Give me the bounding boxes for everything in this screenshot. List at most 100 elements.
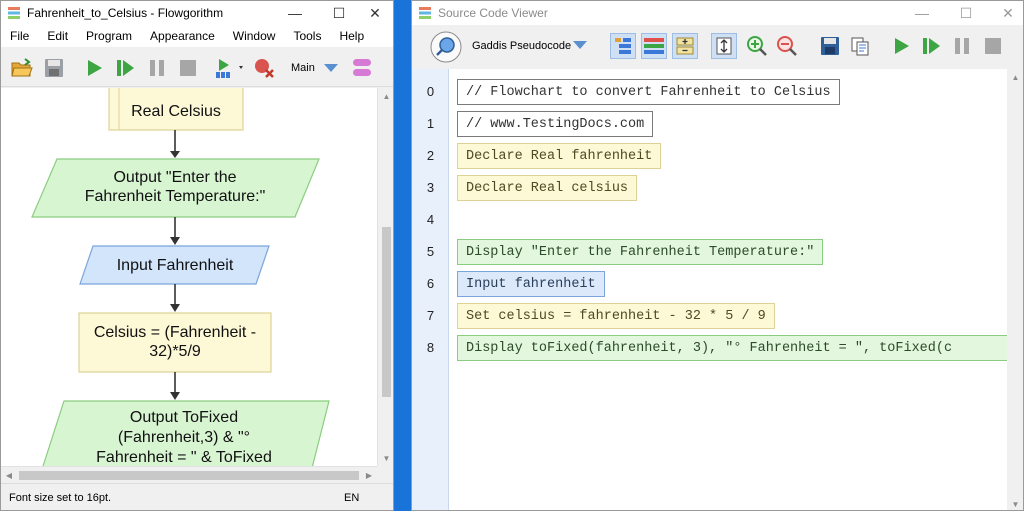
menu-program[interactable]: Program	[86, 29, 133, 43]
scroll-up-icon[interactable]: ▲	[1011, 72, 1020, 82]
line-number-gutter	[412, 69, 449, 510]
menu-edit[interactable]: Edit	[47, 29, 69, 43]
viewer-titlebar[interactable]: Source Code Viewer — ☐ ✕	[412, 1, 1023, 25]
input-text: Input Fahrenheit	[116, 256, 234, 274]
menu-tools[interactable]: Tools	[293, 29, 322, 43]
language-magnifier-icon	[430, 31, 462, 63]
scroll-left-icon[interactable]: ◀	[5, 471, 13, 480]
viewer-stop-button[interactable]	[980, 33, 1006, 59]
code-line-assign[interactable]: Set celsius = fahrenheit - 32 * 5 / 9	[457, 303, 775, 329]
menu-appearance[interactable]: Appearance	[150, 29, 215, 43]
line-number: 5	[426, 244, 435, 259]
viewer-toolbar: Gaddis Pseudocode	[412, 25, 1023, 69]
scroll-up-icon[interactable]: ▲	[382, 91, 391, 101]
code-line-input[interactable]: Input fahrenheit	[457, 271, 605, 297]
layout-color-button[interactable]	[641, 33, 667, 59]
horizontal-scroll-thumb[interactable]	[19, 471, 359, 480]
pause-button[interactable]	[146, 57, 168, 79]
stop-button[interactable]	[177, 57, 199, 79]
viewer-app-icon	[419, 7, 431, 19]
save-button[interactable]	[43, 57, 65, 79]
function-manager-icon	[353, 59, 371, 76]
zoom-in-button[interactable]	[744, 33, 770, 59]
minimize-button[interactable]: —	[288, 5, 302, 21]
code-vertical-scrollbar[interactable]: ▲ ▼	[1007, 69, 1023, 510]
viewer-minimize-button[interactable]: —	[915, 5, 929, 21]
language-selector[interactable]: Gaddis Pseudocode	[430, 31, 598, 63]
code-line-declare[interactable]: Declare Real celsius	[457, 175, 638, 201]
copy-source-button[interactable]	[847, 33, 873, 59]
output1-text-line2: Fahrenheit Temperature:"	[84, 188, 266, 205]
viewer-run-button[interactable]	[888, 33, 914, 59]
code-line-comment[interactable]: // www.TestingDocs.com	[457, 111, 654, 137]
status-language: EN	[344, 492, 360, 504]
viewer-maximize-button[interactable]: ☐	[959, 4, 973, 21]
scroll-down-icon[interactable]: ▼	[1011, 499, 1020, 509]
output1-text-line1: Output "Enter the	[113, 169, 237, 186]
layout-tree-button[interactable]	[610, 33, 636, 59]
vertical-scroll-thumb[interactable]	[382, 227, 391, 397]
declare-text: Real Celsius	[131, 102, 221, 120]
copy-icon	[851, 37, 869, 56]
declare-shape[interactable]	[108, 88, 244, 131]
line-number: 4	[426, 212, 435, 227]
line-number: 3	[426, 180, 435, 195]
layout-expand-button[interactable]	[672, 33, 698, 59]
window-title: Fahrenheit_to_Celsius - Flowgorithm	[27, 6, 224, 20]
chevron-down-icon	[573, 41, 587, 49]
canvas-horizontal-scrollbar[interactable]: ◀ ▶	[1, 466, 377, 483]
viewer-step-button[interactable]	[918, 33, 944, 59]
code-line-display[interactable]: Display toFixed(fahrenheit, 3), "° Fahre…	[457, 335, 1007, 361]
step-button[interactable]	[114, 57, 136, 79]
menu-help[interactable]: Help	[339, 29, 365, 43]
input-shape[interactable]	[79, 245, 270, 285]
function-manager-button[interactable]	[351, 57, 373, 79]
flowgorithm-titlebar[interactable]: Fahrenheit_to_Celsius - Flowgorithm — ☐ …	[1, 1, 393, 25]
language-dropdown-button[interactable]	[572, 39, 588, 54]
canvas-vertical-scrollbar[interactable]: ▲ ▼	[377, 88, 393, 466]
save-disk-icon	[821, 37, 839, 55]
viewer-title: Source Code Viewer	[438, 6, 548, 20]
assign-text-line1: Celsius = (Fahrenheit -	[93, 324, 257, 341]
assign-shape[interactable]	[78, 312, 272, 373]
open-button[interactable]	[11, 57, 33, 79]
close-button[interactable]: ✕	[369, 4, 381, 21]
output-shape-2[interactable]	[36, 400, 330, 466]
function-selector[interactable]: Main	[291, 59, 321, 77]
output-shape-1[interactable]	[31, 158, 320, 218]
play-icon	[895, 38, 909, 54]
line-number: 8	[426, 340, 435, 355]
menu-file[interactable]: File	[10, 29, 30, 43]
flowchart-canvas[interactable]: Real Celsius Output "Enter the Fahrenhei…	[1, 88, 377, 466]
maximize-button[interactable]: ☐	[332, 4, 346, 21]
code-line-display[interactable]: Display "Enter the Fahrenheit Temperatur…	[457, 239, 824, 265]
viewer-pause-button[interactable]	[949, 33, 975, 59]
source-code-viewer-window: Source Code Viewer — ☐ ✕ Gaddis Pseudoco…	[411, 0, 1024, 511]
function-dropdown-button[interactable]	[323, 61, 339, 75]
stop-icon	[180, 60, 196, 76]
function-selector-label: Main	[291, 62, 315, 74]
status-message: Font size set to 16pt.	[9, 492, 112, 504]
save-disk-icon	[45, 59, 63, 77]
menu-window[interactable]: Window	[232, 29, 276, 43]
zoom-in-icon	[747, 36, 767, 56]
code-line-comment[interactable]: // Flowchart to convert Fahrenheit to Ce…	[457, 79, 840, 105]
scroll-down-icon[interactable]: ▼	[382, 453, 391, 463]
flowchart-shapes	[31, 88, 330, 466]
code-view[interactable]: 0 // Flowchart to convert Fahrenheit to …	[412, 69, 1007, 510]
viewer-close-button[interactable]: ✕	[1002, 4, 1014, 21]
expand-collapse-icon	[676, 37, 694, 55]
scroll-right-icon[interactable]: ▶	[365, 471, 373, 480]
color-bars-icon	[644, 38, 664, 54]
run-button[interactable]	[83, 57, 105, 79]
assign-text-line2: 32)*5/9	[149, 343, 201, 360]
save-source-button[interactable]	[817, 33, 843, 59]
line-number: 1	[426, 116, 435, 131]
pause-icon	[955, 38, 969, 54]
zoom-out-button[interactable]	[774, 33, 800, 59]
run-speed-button[interactable]	[215, 57, 245, 79]
breakpoint-button[interactable]	[253, 57, 275, 79]
code-line-declare[interactable]: Declare Real fahrenheit	[457, 143, 662, 169]
stop-icon	[985, 38, 1001, 54]
fit-height-button[interactable]	[711, 33, 737, 59]
